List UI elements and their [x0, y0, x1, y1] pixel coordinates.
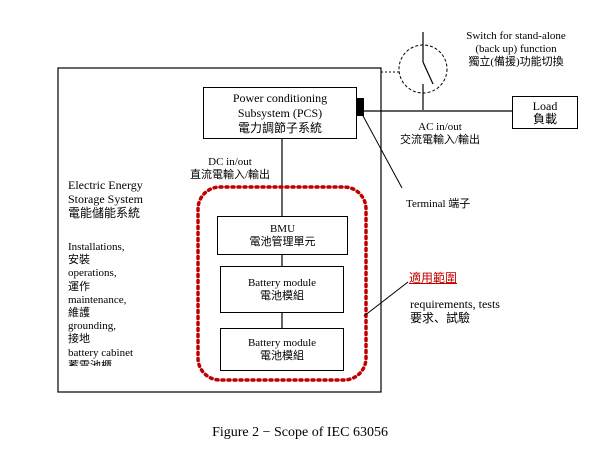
pcs-line3: 電力調節子系統 [237, 120, 322, 135]
requirements-label: requirements, tests 要求、試驗 [410, 297, 500, 325]
side-list-item: battery cabinet [68, 346, 134, 359]
requirements-line2: 要求、試驗 [410, 311, 471, 325]
battery-module-box-2: Battery module 電池模組 [220, 328, 344, 371]
side-list-item: 蓄電池櫃 [68, 359, 112, 366]
side-list-item: Installations, [68, 241, 125, 253]
ess-label-line3: 電能儲能系統 [68, 206, 141, 220]
switch-blade [422, 61, 434, 85]
pcs-box: Power conditioning Subsystem (PCS) 電力調節子… [203, 87, 357, 139]
side-list-item: grounding, [68, 320, 116, 333]
switch-label-line1: Switch for stand-alone [466, 30, 566, 42]
ac-label: AC in/out 交流電輸入/輸出 [390, 121, 490, 147]
side-list-item: 安裝 [68, 254, 90, 267]
side-list-item: maintenance, [68, 293, 127, 306]
load-box: Load 負載 [512, 96, 578, 129]
side-list-item: 接地 [68, 333, 90, 346]
switch-label-line2: (back up) function [475, 43, 557, 55]
terminal-block [356, 98, 364, 116]
terminal-label: Terminal 端子 [406, 198, 471, 210]
side-list-item: 運作 [68, 280, 90, 293]
side-list-item: 維護 [68, 307, 90, 320]
ess-label-line1: Electric Energy [68, 178, 143, 192]
dc-label: DC in/out 直流電輸入/輸出 [182, 156, 278, 182]
load-line1: Load [532, 98, 558, 113]
ess-label-line2: Storage System [68, 192, 143, 206]
battery-module-1-line2: 電池模組 [260, 289, 304, 302]
battery-module-2-line2: 電池模組 [260, 349, 304, 362]
battery-module-2-line1: Battery module [247, 336, 317, 349]
load-line2: 負載 [532, 111, 557, 126]
ac-label-line1: AC in/out [418, 121, 462, 133]
terminal-pointer [361, 113, 403, 189]
ess-outer-box [57, 67, 382, 393]
battery-module-box-1: Battery module 電池模組 [220, 266, 344, 313]
pcs-line1: Power conditioning [232, 90, 328, 105]
figure-caption: Figure 2 − Scope of IEC 63056 [212, 425, 388, 440]
switch-label: Switch for stand-alone (back up) functio… [446, 30, 586, 69]
bmu-box: BMU 電池管理單元 [217, 216, 348, 255]
bmu-line1: BMU [269, 222, 296, 235]
side-list: Installations, 安裝 operations, 運作 mainten… [68, 241, 133, 366]
battery-module-1-line1: Battery module [247, 276, 317, 289]
scope-pointer [363, 281, 409, 317]
scope-outline [196, 185, 368, 382]
dc-label-line2: 直流電輸入/輸出 [189, 169, 271, 181]
ess-label: Electric Energy Storage System 電能儲能系統 [68, 178, 143, 220]
scope-label: 適用範圍 [409, 271, 458, 285]
side-list-item: operations, [68, 267, 117, 280]
requirements-line1: requirements, tests [410, 297, 500, 311]
dc-label-line1: DC in/out [208, 156, 252, 168]
switch-label-line3: 獨立(備援)功能切換 [468, 56, 564, 68]
bmu-line2: 電池管理單元 [249, 235, 316, 248]
ac-label-line2: 交流電輸入/輸出 [399, 134, 481, 146]
pcs-line2: Subsystem (PCS) [237, 105, 323, 120]
